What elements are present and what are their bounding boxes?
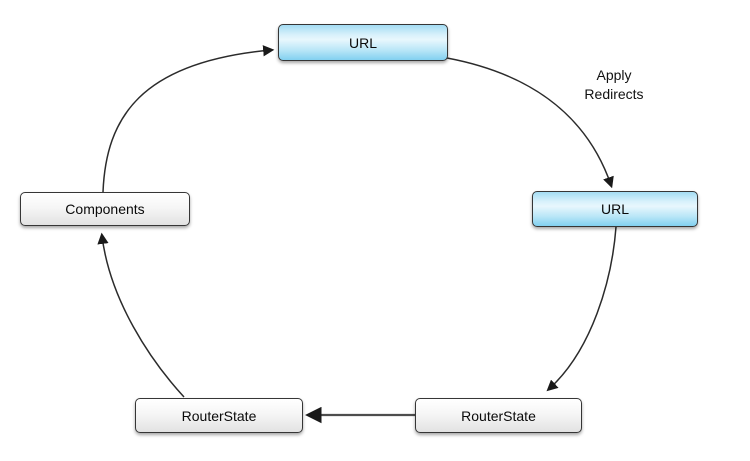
node-components-label: Components	[65, 201, 145, 217]
node-routerstate-left: RouterState	[135, 398, 303, 433]
node-components: Components	[20, 192, 190, 226]
node-routerstate-right-label: RouterState	[461, 407, 536, 424]
arrow-apply-redirects-icon	[446, 57, 614, 189]
arrow-routerstate-to-components-icon	[97, 232, 185, 398]
node-url-redirected-label: URL	[600, 201, 629, 217]
node-routerstate-right: RouterState	[415, 398, 582, 433]
arrow-url-to-routerstate-icon	[546, 226, 617, 392]
node-url-initial-label: URL	[348, 34, 377, 51]
node-url-redirected: URL	[532, 191, 698, 227]
edge-label-apply-redirects: Apply Redirects	[584, 67, 644, 102]
node-routerstate-left-label: RouterState	[181, 407, 257, 424]
node-url-initial: URL	[278, 24, 448, 61]
arrow-components-to-url-icon	[102, 45, 275, 193]
